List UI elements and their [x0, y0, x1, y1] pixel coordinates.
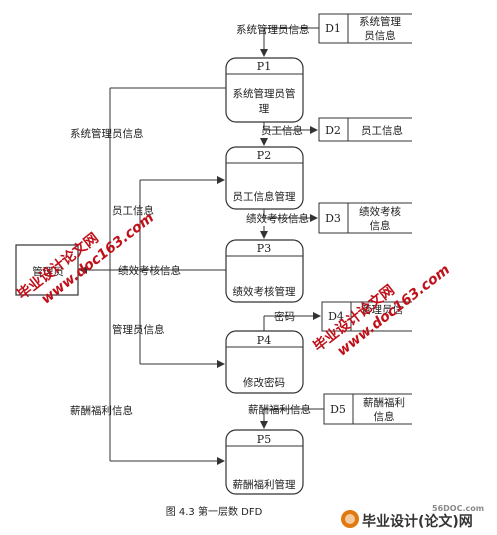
flow-to-p2-label: 员工信息 [112, 204, 154, 217]
process-p5-id: P5 [257, 433, 271, 446]
datastore-d4-id: D4 [328, 310, 344, 323]
process-p3-name: 绩效考核管理 [233, 285, 296, 298]
flow-d5-to-p5-label: 薪酬福利信息 [248, 403, 311, 416]
datastore-d3-name-line1: 绩效考核 [359, 205, 401, 218]
site-logo-url: 56DOC.com [432, 504, 484, 513]
flow-d5-to-p5: 薪酬福利信息 [248, 403, 324, 429]
figure-caption: 图 4.3 第一层数 DFD [166, 505, 263, 518]
datastore-d5-name-line1: 薪酬福利 [363, 396, 405, 409]
process-p5: P5 薪酬福利管理 [225, 429, 304, 495]
site-logo-name: 毕业设计(论文)网 [362, 513, 473, 530]
flow-to-p4-label: 管理员信息 [112, 323, 165, 336]
flow-d1-to-p1: 系统管理员信息 [236, 23, 319, 57]
process-p3-id: P3 [257, 242, 271, 255]
datastore-d5: D5 薪酬福利 信息 [323, 393, 412, 425]
datastore-d2-name: 员工信息 [361, 124, 403, 137]
flow-p2-to-d3-label: 绩效考核信息 [246, 212, 309, 225]
flow-p1-to-d2-label: 员工信息 [261, 124, 303, 137]
process-p1-name-line1: 系统管理员管 [233, 87, 296, 100]
flow-left-to-p1-label: 系统管理员信息 [70, 127, 144, 140]
datastore-d4-name: 管理员信 [361, 303, 403, 316]
flow-left-bus: 系统管理员信息 薪酬福利信息 [70, 87, 226, 465]
process-p2-name: 员工信息管理 [233, 190, 296, 203]
flow-inner-bus: 员工信息 管理员信息 [112, 176, 225, 368]
datastore-d1: D1 系统管理 员信息 [318, 13, 412, 44]
flow-p3-to-admin-label: 绩效考核信息 [118, 264, 181, 277]
datastore-d5-name-line2: 信息 [374, 410, 395, 423]
process-p2: P2 员工信息管理 [225, 146, 304, 210]
datastore-d2-id: D2 [325, 124, 341, 137]
datastore-d3-id: D3 [325, 212, 341, 225]
datastore-d5-id: D5 [330, 403, 346, 416]
flow-d1-to-p1-label: 系统管理员信息 [236, 23, 310, 36]
process-p4: P4 修改密码 [225, 330, 304, 394]
process-p1-id: P1 [257, 60, 271, 73]
flow-p4-to-d4: 密码 [263, 310, 321, 331]
datastore-d4: D4 管理员信 [321, 301, 412, 332]
process-p1: P1 系统管理员管 理 [225, 57, 304, 123]
process-p4-name: 修改密码 [243, 376, 285, 389]
site-logo: 56DOC.com 毕业设计(论文)网 [341, 504, 484, 530]
process-p3: P3 绩效考核管理 [225, 239, 304, 303]
datastore-d3-name-line2: 信息 [370, 219, 391, 232]
datastore-d1-name-line1: 系统管理 [359, 15, 401, 28]
process-p1-name-line2: 理 [259, 103, 270, 115]
datastore-d1-name-line2: 员信息 [364, 29, 396, 42]
flow-p3-to-admin: 绩效考核信息 [79, 264, 226, 277]
flow-p4-to-d4-label: 密码 [274, 310, 295, 323]
external-entity-admin-name: 管理员 [32, 265, 64, 278]
datastore-d2: D2 员工信息 [318, 117, 412, 142]
external-entity-admin: 管理员 [15, 244, 79, 296]
flow-p2-to-d3: 绩效考核信息 [246, 209, 318, 225]
process-p5-name: 薪酬福利管理 [233, 478, 296, 491]
flow-p1-to-d2: 员工信息 [261, 122, 318, 137]
process-p2-id: P2 [257, 149, 271, 162]
datastore-d3: D3 绩效考核 信息 [318, 202, 412, 234]
flow-to-p5-label: 薪酬福利信息 [70, 404, 133, 417]
process-p4-id: P4 [257, 334, 271, 347]
datastore-d1-id: D1 [325, 22, 341, 35]
